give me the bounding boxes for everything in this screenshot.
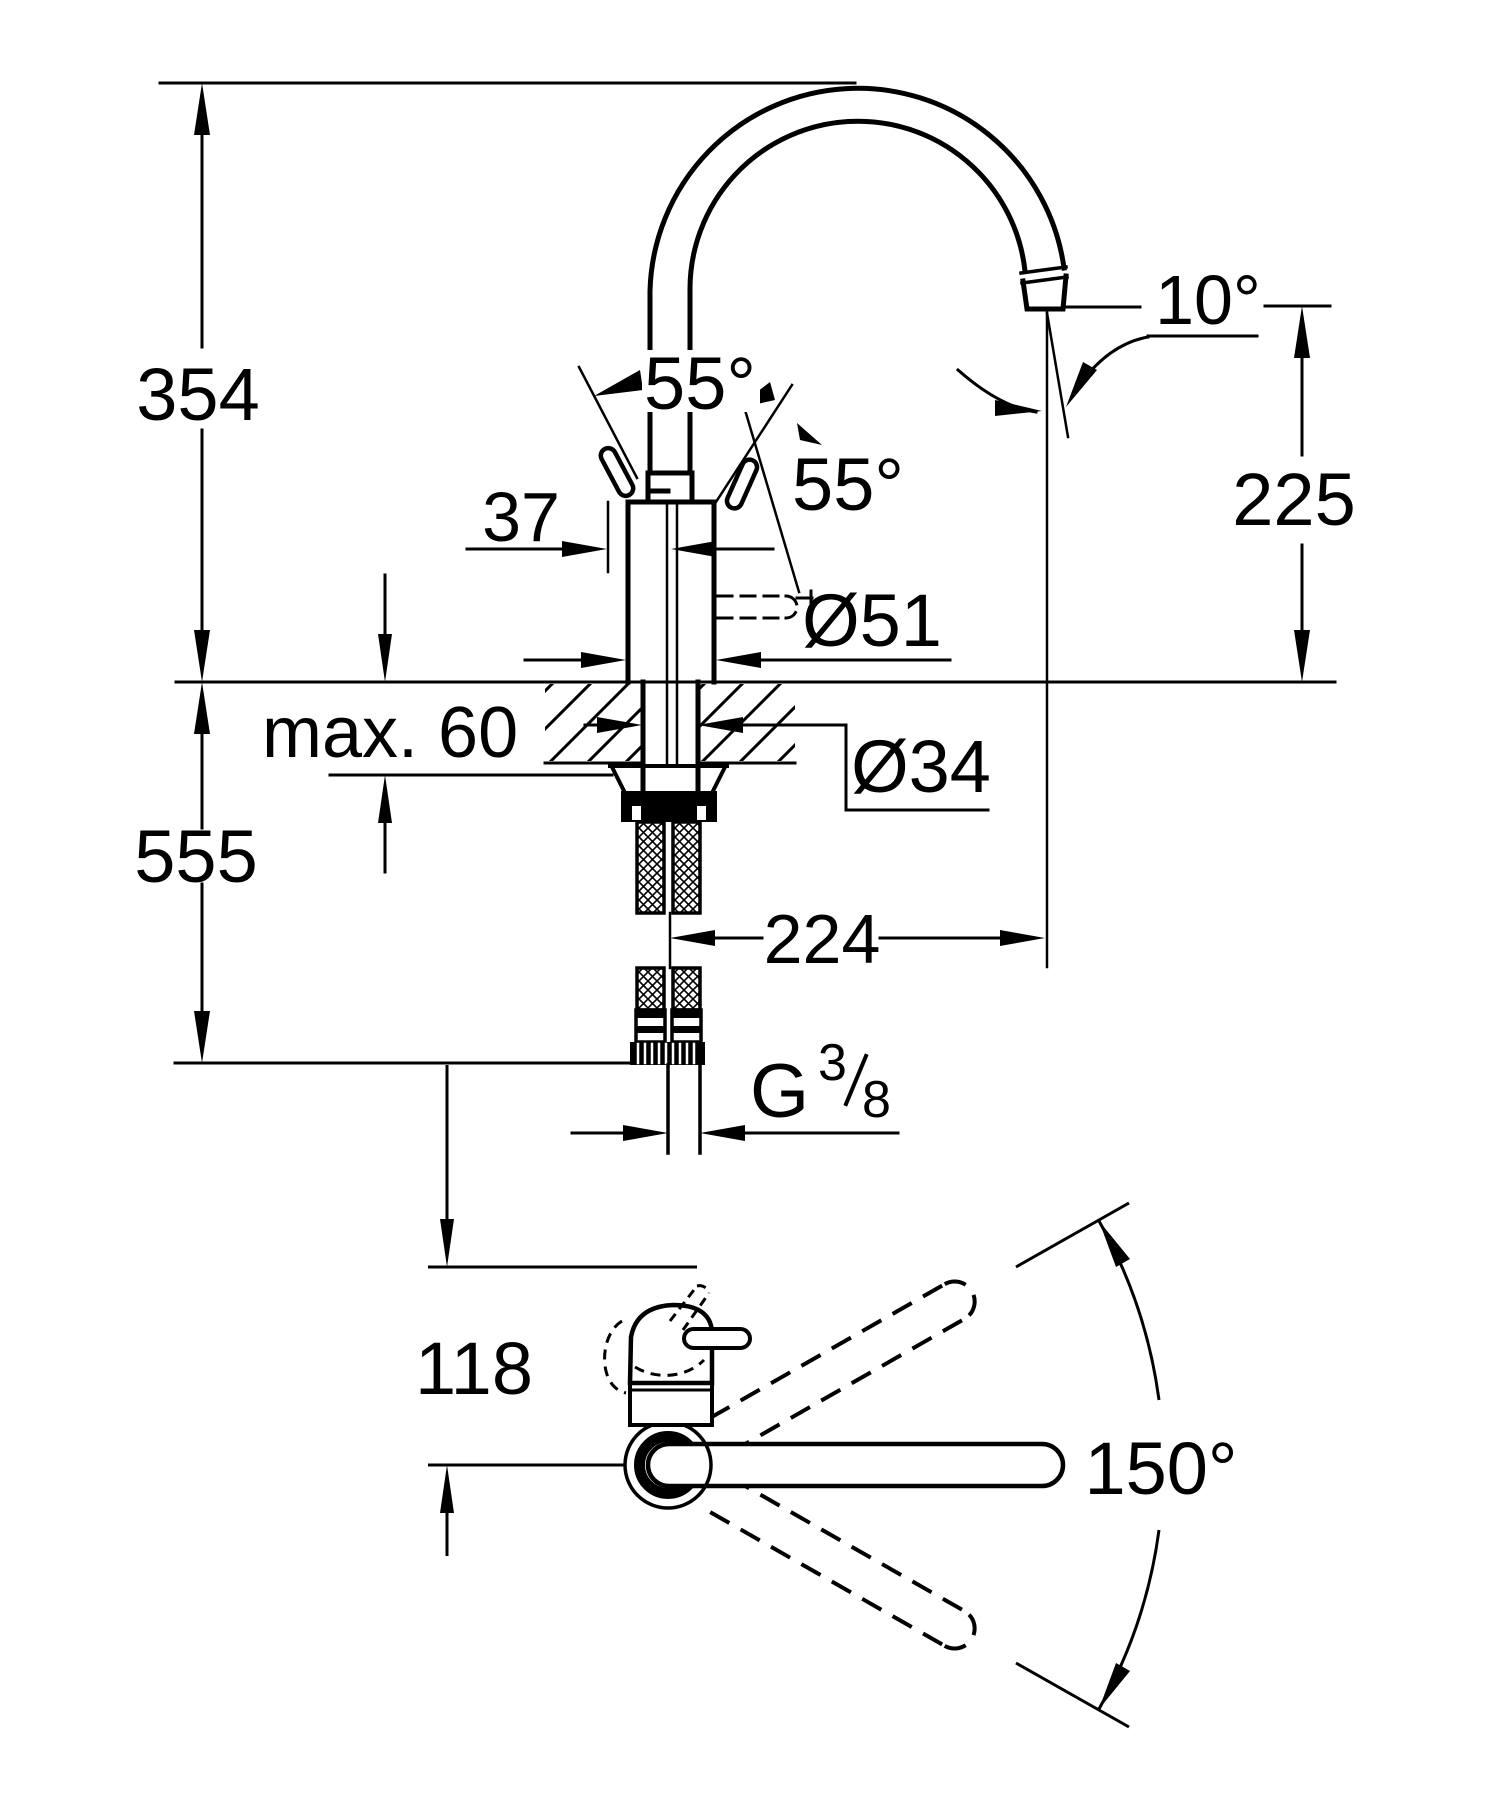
dim-g38: G 3 8 [570,1034,900,1141]
dim-37-label: 37 [482,478,560,556]
aerator-band-1 [1019,265,1068,275]
dim-354: 354 [136,83,260,682]
angle-arrow-left [594,370,643,396]
mounting-hardware [608,764,729,822]
dim-37: 37 [465,478,775,557]
dim-d34: Ø34 [583,717,991,812]
dim-150deg: 150° [1015,1201,1238,1729]
faucet-top-view [603,1284,1066,1510]
phantom-handle-down [716,594,799,620]
top-view: 118 [415,1065,1238,1729]
reference-lines [428,1265,697,1467]
handle-axis-right [712,383,794,507]
thread-g: G [750,1049,809,1134]
spout [647,85,1069,476]
extension-lines [158,81,1337,1065]
dim-225-label: 225 [1232,458,1355,541]
dim-55deg-left-label: 55° [644,342,756,425]
handle-lever-left [598,445,636,499]
swivel-arm-up [709,1279,977,1455]
spout-tilt-line [1045,311,1070,439]
dim-224-label: 224 [764,900,881,978]
dim-225: 225 [1232,306,1356,682]
dim-10deg-label: 10° [1155,261,1261,339]
handle-phantom-up [668,1284,711,1331]
shank-walls [640,679,701,794]
dim-55deg-right-label: 55° [792,443,904,526]
hidden-outlines [603,1319,706,1395]
cone-washer [608,764,729,794]
dim-max60: max. 60 [262,573,518,874]
aerator-band-2 [1020,275,1069,285]
dim-118: 118 [415,1065,533,1556]
side-view: 354 555 max. 60 37 Ø51 [134,81,1356,1155]
handle-dome [627,1302,715,1386]
spout-arm [645,1441,1066,1489]
dim-555-label: 555 [134,815,257,898]
thread-numerator: 3 [818,1034,847,1092]
thread-slash [843,1053,869,1107]
phantom-handle-leader [735,381,801,594]
dim-354-label: 354 [136,353,259,436]
dim-max60-label: max. 60 [262,693,518,773]
dim-55deg: 55° 55° [642,342,904,526]
thread-denominator: 8 [862,1071,891,1129]
dim-555: 555 [134,682,258,1063]
neck [645,470,695,505]
angle-arrow-right [797,423,822,445]
dim-150deg-label: 150° [1084,1427,1237,1510]
connection-nut [630,1042,705,1065]
dim-224: 224 [670,900,1045,978]
supply-hoses [630,820,705,1155]
dim-d34-label: Ø34 [851,725,991,808]
swivel-arm-down [709,1475,977,1651]
dim-d51-label: Ø51 [802,579,942,662]
dim-d51: Ø51 [523,579,952,668]
body-outline [625,499,717,685]
handle-top-view [682,1327,752,1350]
phantom-handle-end [795,589,814,617]
hose-fittings [634,1008,703,1044]
dim-118-label: 118 [415,1327,533,1410]
spout-outer-curve [647,85,1067,476]
handle-lever-right [724,457,760,511]
thread-tail [666,1063,702,1155]
dim-10deg: 10° [955,261,1261,416]
spout-inner-curve [687,118,1028,476]
handle-axis-left [577,365,639,480]
aerator-tip [1020,273,1069,312]
